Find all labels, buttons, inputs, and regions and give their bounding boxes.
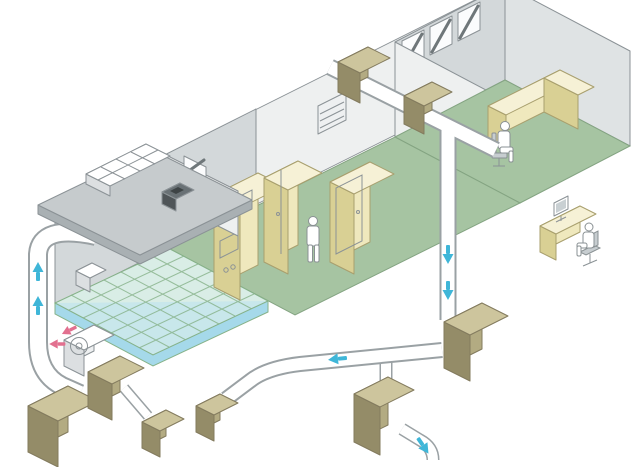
unit-top [403, 81, 453, 107]
cabinet-2 [263, 160, 323, 275]
filter-divider [115, 158, 141, 172]
fan-scroll [63, 324, 115, 377]
window-frame [458, 4, 480, 40]
cleanroom-ceiling [37, 143, 253, 293]
fan-hub [75, 342, 83, 350]
ahu-left-large [27, 385, 99, 467]
filter-divider [100, 166, 126, 180]
wall-grille [317, 91, 347, 135]
cabinet-dial [230, 264, 236, 270]
cabinet-3 [329, 161, 395, 275]
filter-bank [85, 143, 171, 197]
ahu-small-2 [195, 393, 239, 442]
office-desk-return [543, 69, 595, 130]
rooftop-unit-1 [337, 46, 391, 104]
worker-leg [314, 244, 320, 263]
outdoor-workstation [539, 195, 602, 267]
window-frame [430, 18, 452, 54]
office-window-3 [457, 1, 481, 42]
worker-head [500, 121, 510, 131]
grille-slat [319, 108, 345, 122]
monitor-screen [556, 199, 566, 213]
outdoor-desk [539, 205, 597, 261]
desk-top [539, 205, 597, 235]
unit-top [443, 302, 509, 336]
unit-top [87, 355, 145, 385]
box-top [75, 262, 107, 279]
cabinet-side [329, 181, 355, 275]
ahu-left-medium [87, 355, 145, 421]
unit-top [353, 376, 415, 408]
cabinet-top [263, 160, 323, 191]
worker-head [308, 216, 318, 226]
cabinet-handle [356, 210, 360, 214]
unit-top [337, 46, 391, 74]
duct-floor-run [222, 344, 443, 404]
ahu-bottom-center [353, 376, 415, 456]
connector-duct [120, 385, 152, 419]
worker-shin [508, 150, 514, 163]
worker-torso [497, 130, 511, 150]
worker-shin [576, 245, 582, 257]
filter-divider [130, 151, 156, 165]
unit-top [141, 409, 185, 432]
chair-seat [491, 152, 508, 159]
unit-top [195, 393, 239, 416]
worker-leg [307, 244, 313, 263]
cabinet-door [335, 174, 363, 255]
ahu-right [443, 302, 509, 382]
worker-head [584, 222, 594, 232]
cabinet-dial [223, 267, 229, 273]
chair-back [593, 230, 599, 248]
outdoor-chair [578, 230, 602, 267]
cabinet-side [263, 177, 289, 275]
outdoor-worker [576, 222, 595, 257]
arrow-pink-1 [49, 339, 66, 349]
desk-top [543, 69, 595, 96]
grille-slat [319, 115, 345, 129]
rooftop-unit-2 [403, 81, 453, 135]
cabinet-handle [276, 212, 280, 216]
right-units [353, 302, 509, 461]
office-window-2 [429, 15, 453, 56]
equipment-worker [306, 216, 320, 263]
ceiling-fan-unit [161, 182, 195, 212]
grid-floor-lines [68, 255, 255, 349]
left-units [27, 324, 239, 467]
monitor-base [555, 216, 567, 223]
worker-torso [306, 225, 320, 247]
office-worker [497, 121, 514, 163]
grille-slat [319, 101, 345, 115]
chair-base [582, 259, 598, 267]
office [487, 69, 595, 167]
fan-inlet [170, 187, 184, 194]
ahu-small-1 [141, 409, 185, 458]
outdoor-monitor [553, 195, 569, 223]
fan-scroll-housing [70, 337, 88, 355]
floor-box [75, 262, 107, 293]
grille-panel [317, 91, 347, 135]
